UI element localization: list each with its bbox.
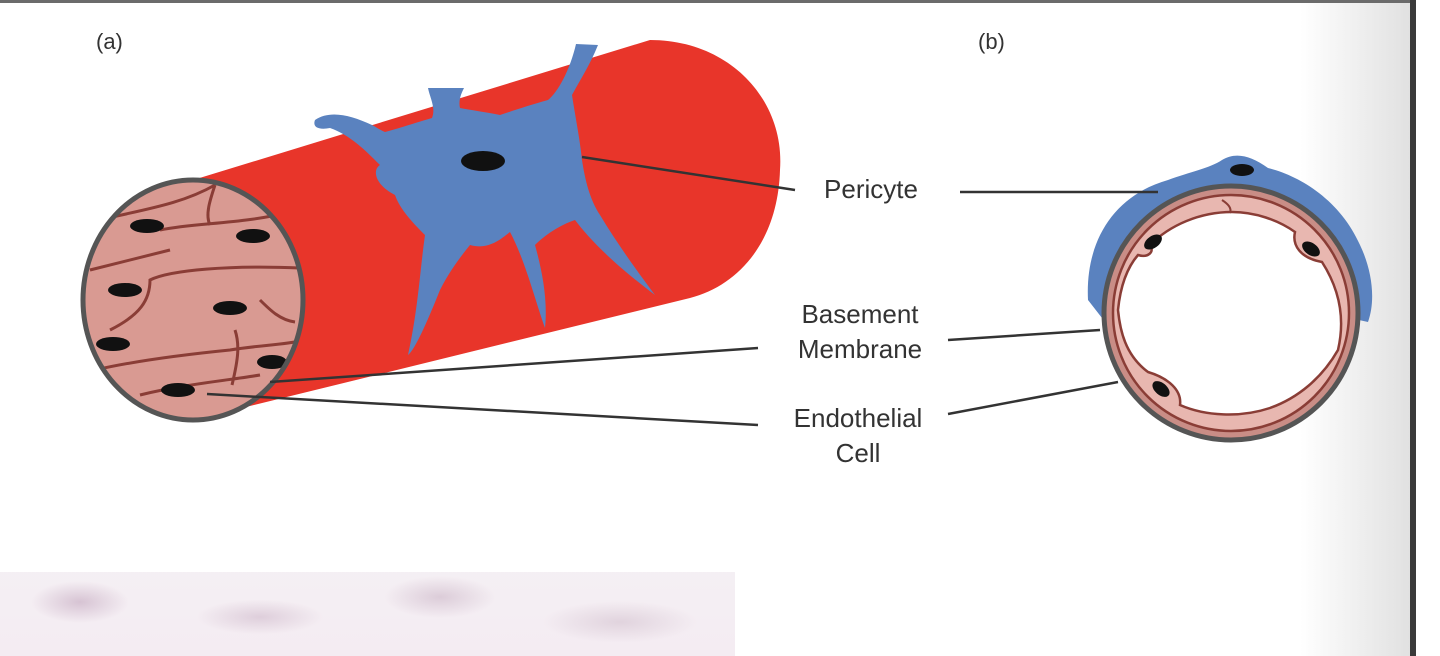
pericyte-label: Pericyte bbox=[796, 172, 946, 207]
pericyte-nucleus bbox=[461, 151, 505, 171]
panel-label-b: (b) bbox=[978, 29, 1005, 54]
pericyte-leader-a bbox=[581, 155, 796, 192]
pericyte-nucleus-b bbox=[1230, 164, 1254, 176]
leader-lines-a bbox=[206, 155, 796, 427]
pericyte-label-text: Pericyte bbox=[824, 174, 918, 204]
vessel-cross-face bbox=[80, 177, 306, 423]
pericyte-cell bbox=[314, 44, 655, 355]
window-gutter bbox=[1416, 0, 1440, 656]
window-right-border bbox=[1410, 0, 1416, 656]
nucleus-b-3 bbox=[1152, 381, 1170, 397]
nucleus-7 bbox=[161, 383, 195, 397]
leader-lines-b bbox=[947, 190, 1158, 416]
capillary-cross-section bbox=[1087, 155, 1373, 443]
nucleus-1 bbox=[130, 219, 164, 233]
basement-leader-a bbox=[269, 346, 759, 384]
nucleus-5 bbox=[96, 337, 130, 351]
capillary-lumen bbox=[1116, 210, 1343, 416]
panel-label-a: (a) bbox=[96, 29, 123, 54]
nucleus-4 bbox=[213, 301, 247, 315]
background-stain bbox=[0, 572, 735, 656]
endothelial-leader-a bbox=[206, 392, 759, 427]
capillary-diagram bbox=[80, 40, 1373, 443]
nucleus-b-1 bbox=[1144, 234, 1162, 250]
endothelial-cell-label: Endothelial Cell bbox=[763, 401, 953, 471]
basement-label-line2: Membrane bbox=[797, 334, 923, 364]
window-top-border bbox=[0, 0, 1414, 3]
nucleus-2 bbox=[236, 229, 270, 243]
basement-leader-b bbox=[947, 328, 1101, 342]
endothelial-cell-borders bbox=[89, 183, 303, 397]
nucleus-b-2 bbox=[1302, 241, 1320, 257]
face-outline bbox=[80, 177, 306, 423]
endothelial-label-line2: Cell bbox=[835, 438, 881, 468]
basement-membrane-label: Basement Membrane bbox=[770, 297, 950, 367]
endothelial-leader-b bbox=[947, 380, 1119, 416]
nucleus-3 bbox=[108, 283, 142, 297]
endothelial-nuclei bbox=[96, 219, 287, 397]
nucleus-6 bbox=[257, 355, 287, 369]
pericyte-cap-b bbox=[1087, 155, 1373, 322]
endothelial-nuclei-b bbox=[1144, 234, 1320, 397]
endothelial-label-line1: Endothelial bbox=[793, 403, 923, 433]
basement-label-line1: Basement bbox=[801, 299, 919, 329]
cell-junction-b bbox=[1221, 199, 1232, 214]
